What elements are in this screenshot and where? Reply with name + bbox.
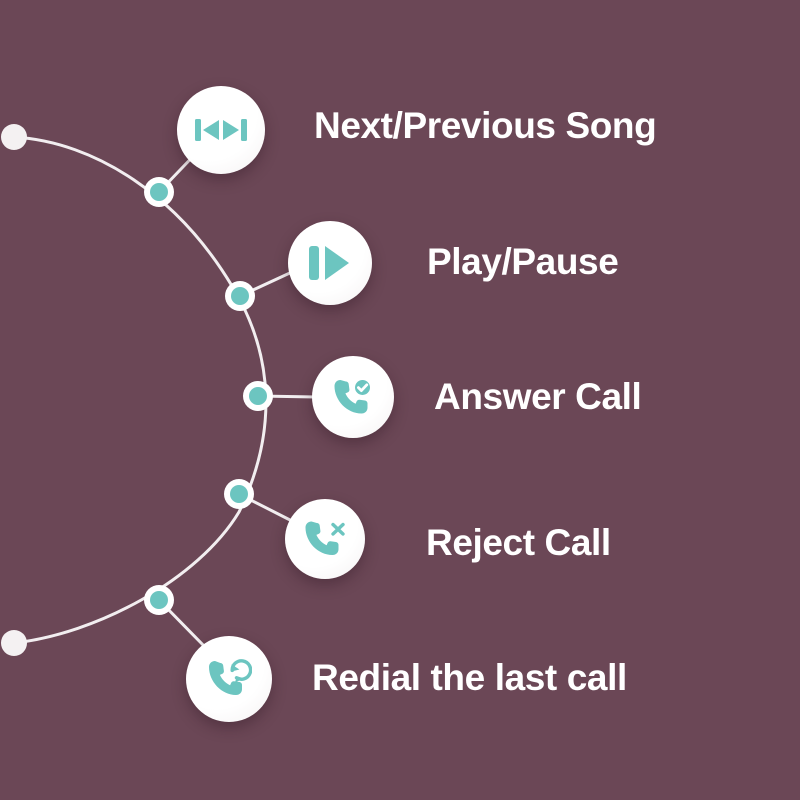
feature-label-next-previous-song: Next/Previous Song xyxy=(314,105,657,146)
play-pause-icon xyxy=(309,243,351,283)
spine-node-1 xyxy=(144,177,174,207)
feature-bubble-redial-last-call[interactable] xyxy=(186,636,272,722)
feature-bubble-answer-call[interactable] xyxy=(312,356,394,438)
spine-node-5 xyxy=(144,585,174,615)
next-previous-track-icon xyxy=(195,115,247,145)
spine-node-4 xyxy=(224,479,254,509)
spine-node-2 xyxy=(225,281,255,311)
spine-start-dot xyxy=(1,124,27,150)
feature-label-redial-last-call: Redial the last call xyxy=(312,657,627,698)
reject-call-icon xyxy=(303,518,347,560)
feature-bubble-reject-call[interactable] xyxy=(285,499,365,579)
feature-bubble-next-previous-song[interactable] xyxy=(177,86,265,174)
spine-node-3 xyxy=(243,381,273,411)
spine-curve xyxy=(12,135,268,645)
redial-call-icon xyxy=(206,657,252,701)
feature-label-play-pause: Play/Pause xyxy=(427,241,619,282)
feature-label-answer-call: Answer Call xyxy=(434,376,642,417)
answer-call-icon xyxy=(331,375,375,419)
spine-end-dot xyxy=(1,630,27,656)
feature-bubble-play-pause[interactable] xyxy=(288,221,372,305)
feature-label-reject-call: Reject Call xyxy=(426,522,611,563)
